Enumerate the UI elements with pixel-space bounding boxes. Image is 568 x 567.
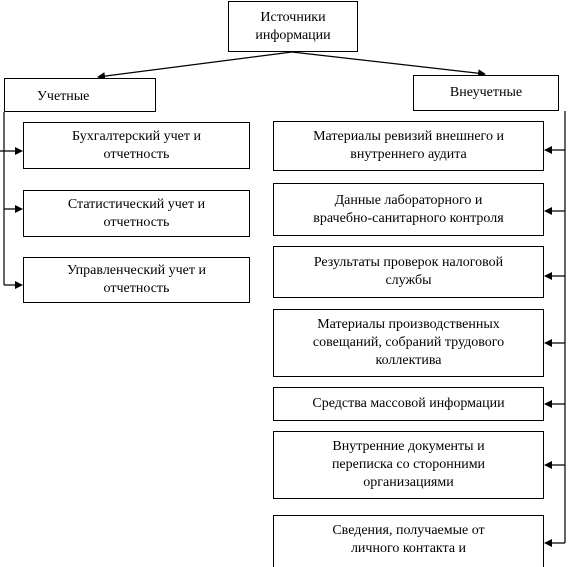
accounting-item-label: Управленческий учет и отчетность xyxy=(67,263,206,296)
accounting-item-node: Статистический учет и отчетность xyxy=(23,190,250,237)
accounting-item-label: Бухгалтерский учет и отчетность xyxy=(72,128,201,162)
non-accounting-item-node: Материалы производственных совещаний, со… xyxy=(273,309,544,377)
root-node: Источники информации xyxy=(228,1,358,52)
connector-root-to-non-accounting xyxy=(291,51,486,78)
accounting-item-node: Управленческий учет и отчетность xyxy=(23,257,250,303)
non-accounting-item-label: Данные лабораторного и врачебно-санитарн… xyxy=(313,192,504,226)
connector-root-to-accounting xyxy=(97,51,293,81)
non-accounting-item-label: Внутренние документы и переписка со стор… xyxy=(331,439,486,490)
non-accounting-group-label: Внеучетные xyxy=(449,85,523,100)
non-accounting-item-node: Результаты проверок налоговой службы xyxy=(273,246,544,298)
accounting-item-node: Бухгалтерский учет и отчетность xyxy=(23,122,250,169)
non-accounting-item-node: Материалы ревизий внешнего и внутреннего… xyxy=(273,121,544,171)
non-accounting-item-node: Внутренние документы и переписка со стор… xyxy=(273,431,544,499)
non-accounting-group-node: Внеучетные xyxy=(413,75,559,111)
accounting-group-label: Учетные xyxy=(37,89,90,104)
non-accounting-item-label: Сведения, получаемые от личного контакта… xyxy=(332,523,485,556)
accounting-group-node: Учетные xyxy=(4,78,156,112)
root-node-label: Источники информации xyxy=(255,9,331,43)
non-accounting-item-label: Результаты проверок налоговой службы xyxy=(313,255,504,288)
non-accounting-item-node: Сведения, получаемые от личного контакта… xyxy=(273,515,544,567)
non-accounting-item-node: Средства массовой информации xyxy=(273,387,544,421)
non-accounting-item-node: Данные лабораторного и врачебно-санитарн… xyxy=(273,183,544,236)
accounting-item-label: Статистический учет и отчетность xyxy=(67,196,206,230)
non-accounting-item-label: Материалы производственных совещаний, со… xyxy=(312,317,505,368)
non-accounting-item-label: Материалы ревизий внешнего и внутреннего… xyxy=(313,129,504,162)
non-accounting-item-label: Средства массовой информации xyxy=(312,396,505,411)
